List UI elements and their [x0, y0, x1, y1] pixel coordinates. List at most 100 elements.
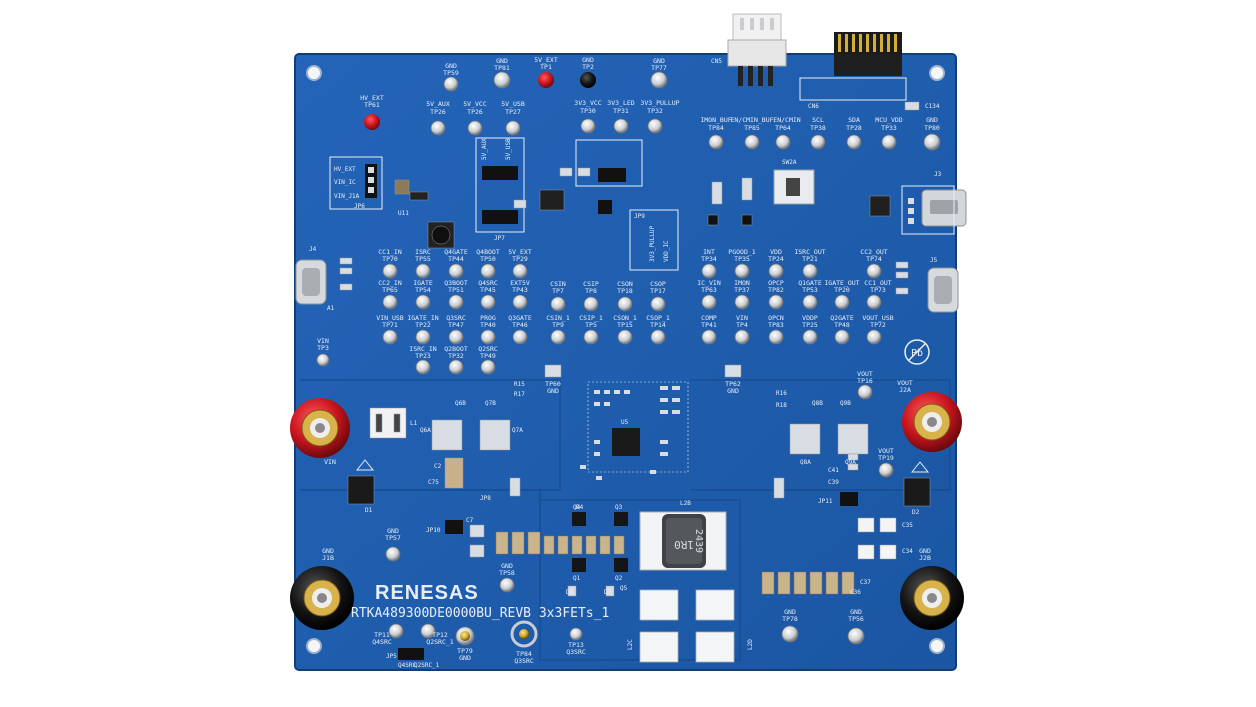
label: 3V3_LED: [607, 99, 634, 107]
label: Q3SRC: [514, 657, 534, 665]
label: TP24: [768, 255, 784, 263]
label: TP73: [870, 286, 886, 294]
controller-ic-u5: [580, 381, 689, 480]
label: PROG: [480, 314, 496, 322]
connector-cn5: [727, 13, 787, 86]
label: TP16: [857, 377, 873, 385]
label: C41: [828, 467, 839, 474]
label: VIN: [317, 337, 329, 345]
label: TP82: [768, 286, 784, 294]
label: TP12: [432, 631, 448, 639]
label: Q2SRC: [478, 345, 498, 353]
label: CC2_OUT: [860, 248, 887, 256]
pb-free-text: Pb: [911, 348, 923, 359]
label: TP32: [647, 107, 663, 115]
label: HV_EXT: [334, 166, 356, 173]
label: TP63: [701, 286, 717, 294]
label: CSOP: [650, 280, 666, 288]
label: COMP: [701, 314, 717, 322]
label: TP33: [881, 124, 897, 132]
label: GND: [496, 57, 508, 65]
label: Q4SRC: [372, 638, 392, 646]
label: TP70: [382, 255, 398, 263]
label: TP40: [480, 321, 496, 329]
label: Q7B: [485, 400, 496, 407]
label: TP7: [552, 287, 564, 295]
label: C39: [828, 479, 839, 486]
label: GND: [322, 547, 334, 555]
silkscreen-labels: GND TP59 GND TP81 5V_EXT TP1 GND TP2 GND…: [317, 56, 940, 665]
label: VDD_IC: [663, 240, 670, 262]
label: CC1_IN: [378, 248, 402, 256]
label: Q1GATE: [798, 279, 822, 287]
label: J3: [934, 171, 942, 178]
label: 5V_EXT: [534, 56, 558, 64]
label: IGATE_OUT: [824, 279, 859, 287]
label: CSOP_1: [646, 314, 670, 322]
mosfets: [572, 512, 628, 572]
label: VOUT_USB: [862, 314, 893, 322]
label: VIN_USB: [376, 314, 403, 322]
inductor-marking-code: 2439: [693, 529, 704, 553]
capacitor-bank-left: [495, 531, 625, 555]
label: VOUT: [857, 370, 873, 378]
label: IGATE: [413, 279, 433, 287]
label: R15: [514, 381, 525, 388]
label: VIN: [324, 458, 336, 466]
label: D1: [365, 507, 373, 514]
diode-marks: [355, 459, 930, 473]
mounting-holes: [306, 65, 945, 654]
label: 3V3_PULLUP: [649, 225, 656, 262]
label: TP56: [848, 615, 864, 623]
label: IGATE_IN: [407, 314, 438, 322]
label: J1B: [322, 554, 334, 562]
renesas-logo: RENESAS: [375, 582, 479, 604]
label: TP34: [701, 255, 717, 263]
label: VIN_J1A: [334, 193, 360, 200]
label: TP54: [415, 286, 431, 294]
label: TP64: [775, 124, 791, 132]
label: TP84: [516, 650, 532, 658]
label: VDD: [770, 248, 782, 256]
label: Q4BOOT: [476, 248, 500, 256]
label: TP84: [708, 124, 724, 132]
component-labels: L1 L2B L2C L2D Q1 Q2 Q3 Q4 Q5 Q6A Q6B Q7…: [327, 103, 940, 650]
label: TP26: [430, 108, 446, 116]
label: TP62: [725, 380, 741, 388]
label: C34: [902, 548, 913, 555]
label: TP65: [382, 286, 398, 294]
label: TP41: [701, 321, 717, 329]
label: C134: [925, 103, 940, 110]
label: U5: [621, 419, 629, 426]
label: Q2SRC_1: [426, 638, 453, 646]
label: Q6A: [420, 427, 431, 434]
pcb-board: [294, 53, 957, 671]
label: 5V_USB: [505, 138, 512, 160]
binding-post-gnd-left-black: [290, 566, 354, 630]
label: CSIN: [550, 280, 566, 288]
label: TP13: [568, 641, 584, 649]
label: TP19: [878, 454, 894, 462]
jack-labels: VIN VOUT J2A GND J1B GND J2B: [322, 379, 931, 562]
label: TP29: [512, 255, 528, 263]
label: U11: [398, 210, 409, 217]
label: TP85: [744, 124, 760, 132]
label: Q3SRC: [566, 648, 586, 656]
label: 5V_EXT: [508, 248, 532, 256]
label: CSIP_1: [579, 314, 603, 322]
label: TP49: [480, 352, 496, 360]
label: SCL: [812, 116, 824, 124]
label: 5V_USB: [501, 100, 525, 108]
label: C75: [428, 479, 439, 486]
binding-post-vin-red: [290, 398, 350, 458]
label: Q9B: [840, 400, 851, 407]
label: Q9A: [845, 459, 856, 466]
inductor-pads-l2c-l2d: [639, 589, 735, 663]
label: TP55: [415, 255, 431, 263]
binding-post-vout-red: [902, 392, 962, 452]
label: 3V3_VCC: [574, 99, 601, 107]
label: TP15: [617, 321, 633, 329]
header-pin-pads: [368, 167, 914, 224]
label: TP80: [924, 124, 940, 132]
colored-test-points: [364, 72, 596, 648]
